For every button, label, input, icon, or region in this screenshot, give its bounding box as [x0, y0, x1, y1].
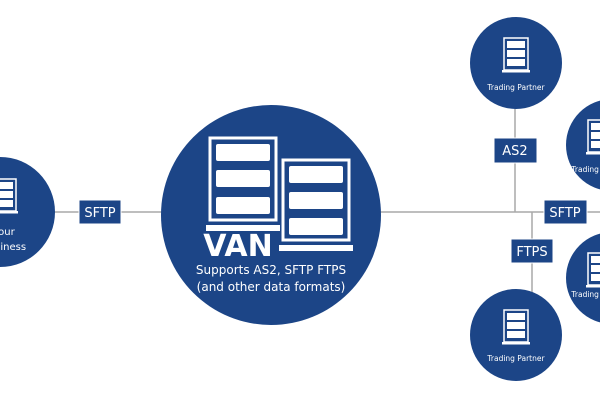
svg-text:FTPS: FTPS [516, 245, 547, 260]
node-label: Your [0, 227, 16, 238]
van-subtitle: (and other data formats) [197, 280, 346, 294]
server-rack-icon [206, 136, 353, 251]
protocol-label-left: SFTP [78, 199, 122, 225]
protocol-label-right: SFTP [543, 199, 588, 225]
svg-text:SFTP: SFTP [549, 206, 580, 221]
van-title: VAN [203, 229, 273, 264]
node-label: Business [0, 242, 26, 253]
partner-label: Trading Partner [486, 354, 545, 363]
partner-label: Trading Partner [570, 165, 600, 174]
van-node: VAN Supports AS2, SFTP FTPS (and other d… [161, 105, 381, 325]
partner-label: Trading Partner [570, 290, 600, 299]
van-subtitle: Supports AS2, SFTP FTPS [196, 263, 346, 277]
protocol-label-top: AS2 [493, 137, 538, 164]
your-business-node: Your Business [0, 157, 55, 267]
trading-partner-node-right-lower: Trading Partner [566, 233, 600, 323]
trading-partner-node-top: Trading Partner [470, 17, 562, 109]
svg-text:AS2: AS2 [502, 144, 527, 159]
protocol-label-bottom: FTPS [510, 238, 554, 264]
trading-partner-node-right-upper: Trading Partner [566, 100, 600, 190]
partner-label: Trading Partner [486, 83, 545, 92]
trading-partner-node-bottom: Trading Partner [470, 289, 562, 381]
svg-text:SFTP: SFTP [84, 206, 115, 221]
